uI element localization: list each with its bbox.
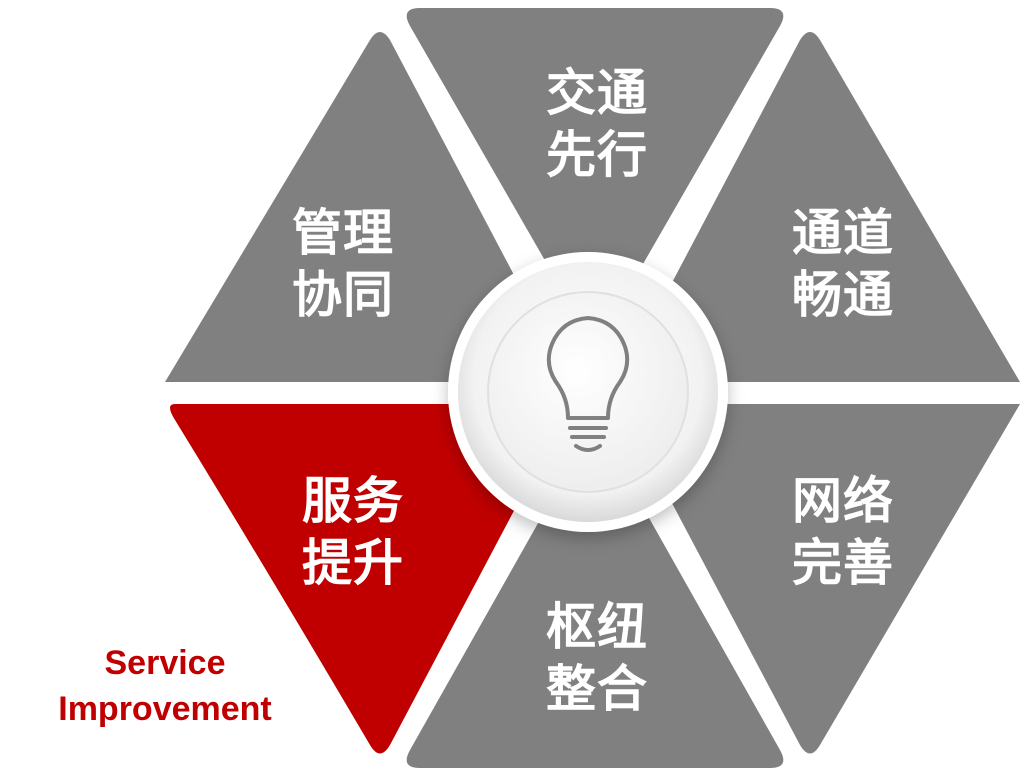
segment-bottom <box>406 433 784 768</box>
segment-upper-right-line1: 通道 <box>792 204 894 262</box>
segment-label-upper-right: 通道 畅通 <box>778 202 908 326</box>
segment-label-lower-left: 服务 提升 <box>288 470 418 594</box>
segment-lower-left <box>170 404 565 754</box>
segment-bottom-line2: 整合 <box>546 660 648 718</box>
segment-upper-right <box>625 32 1020 382</box>
segment-upper-left-line1: 管理 <box>292 204 394 262</box>
segment-label-upper-left: 管理 协同 <box>278 202 408 326</box>
segment-lower-right-line2: 完善 <box>792 534 894 592</box>
center-disc <box>487 291 689 493</box>
caption: Service Improvement <box>0 640 330 732</box>
segment-lower-right <box>625 404 1020 754</box>
caption-line1: Service <box>104 644 226 682</box>
segment-upper-left <box>165 32 565 382</box>
segment-bottom-line1: 枢纽 <box>546 598 648 656</box>
segment-lower-left-line2: 提升 <box>302 534 404 592</box>
segment-top-line1: 交通 <box>546 64 648 122</box>
segment-top <box>406 8 784 338</box>
segment-label-top: 交通 先行 <box>532 62 662 186</box>
segment-label-lower-right: 网络 完善 <box>778 470 908 594</box>
lightbulb-icon <box>546 316 630 452</box>
segment-label-bottom: 枢纽 整合 <box>532 596 662 720</box>
segment-upper-left-line2: 协同 <box>292 266 394 324</box>
segment-lower-left-line1: 服务 <box>302 472 404 530</box>
segment-top-line2: 先行 <box>546 126 648 184</box>
segment-upper-right-line2: 畅通 <box>792 266 894 324</box>
caption-line2: Improvement <box>58 690 272 728</box>
segment-lower-right-line1: 网络 <box>792 472 894 530</box>
